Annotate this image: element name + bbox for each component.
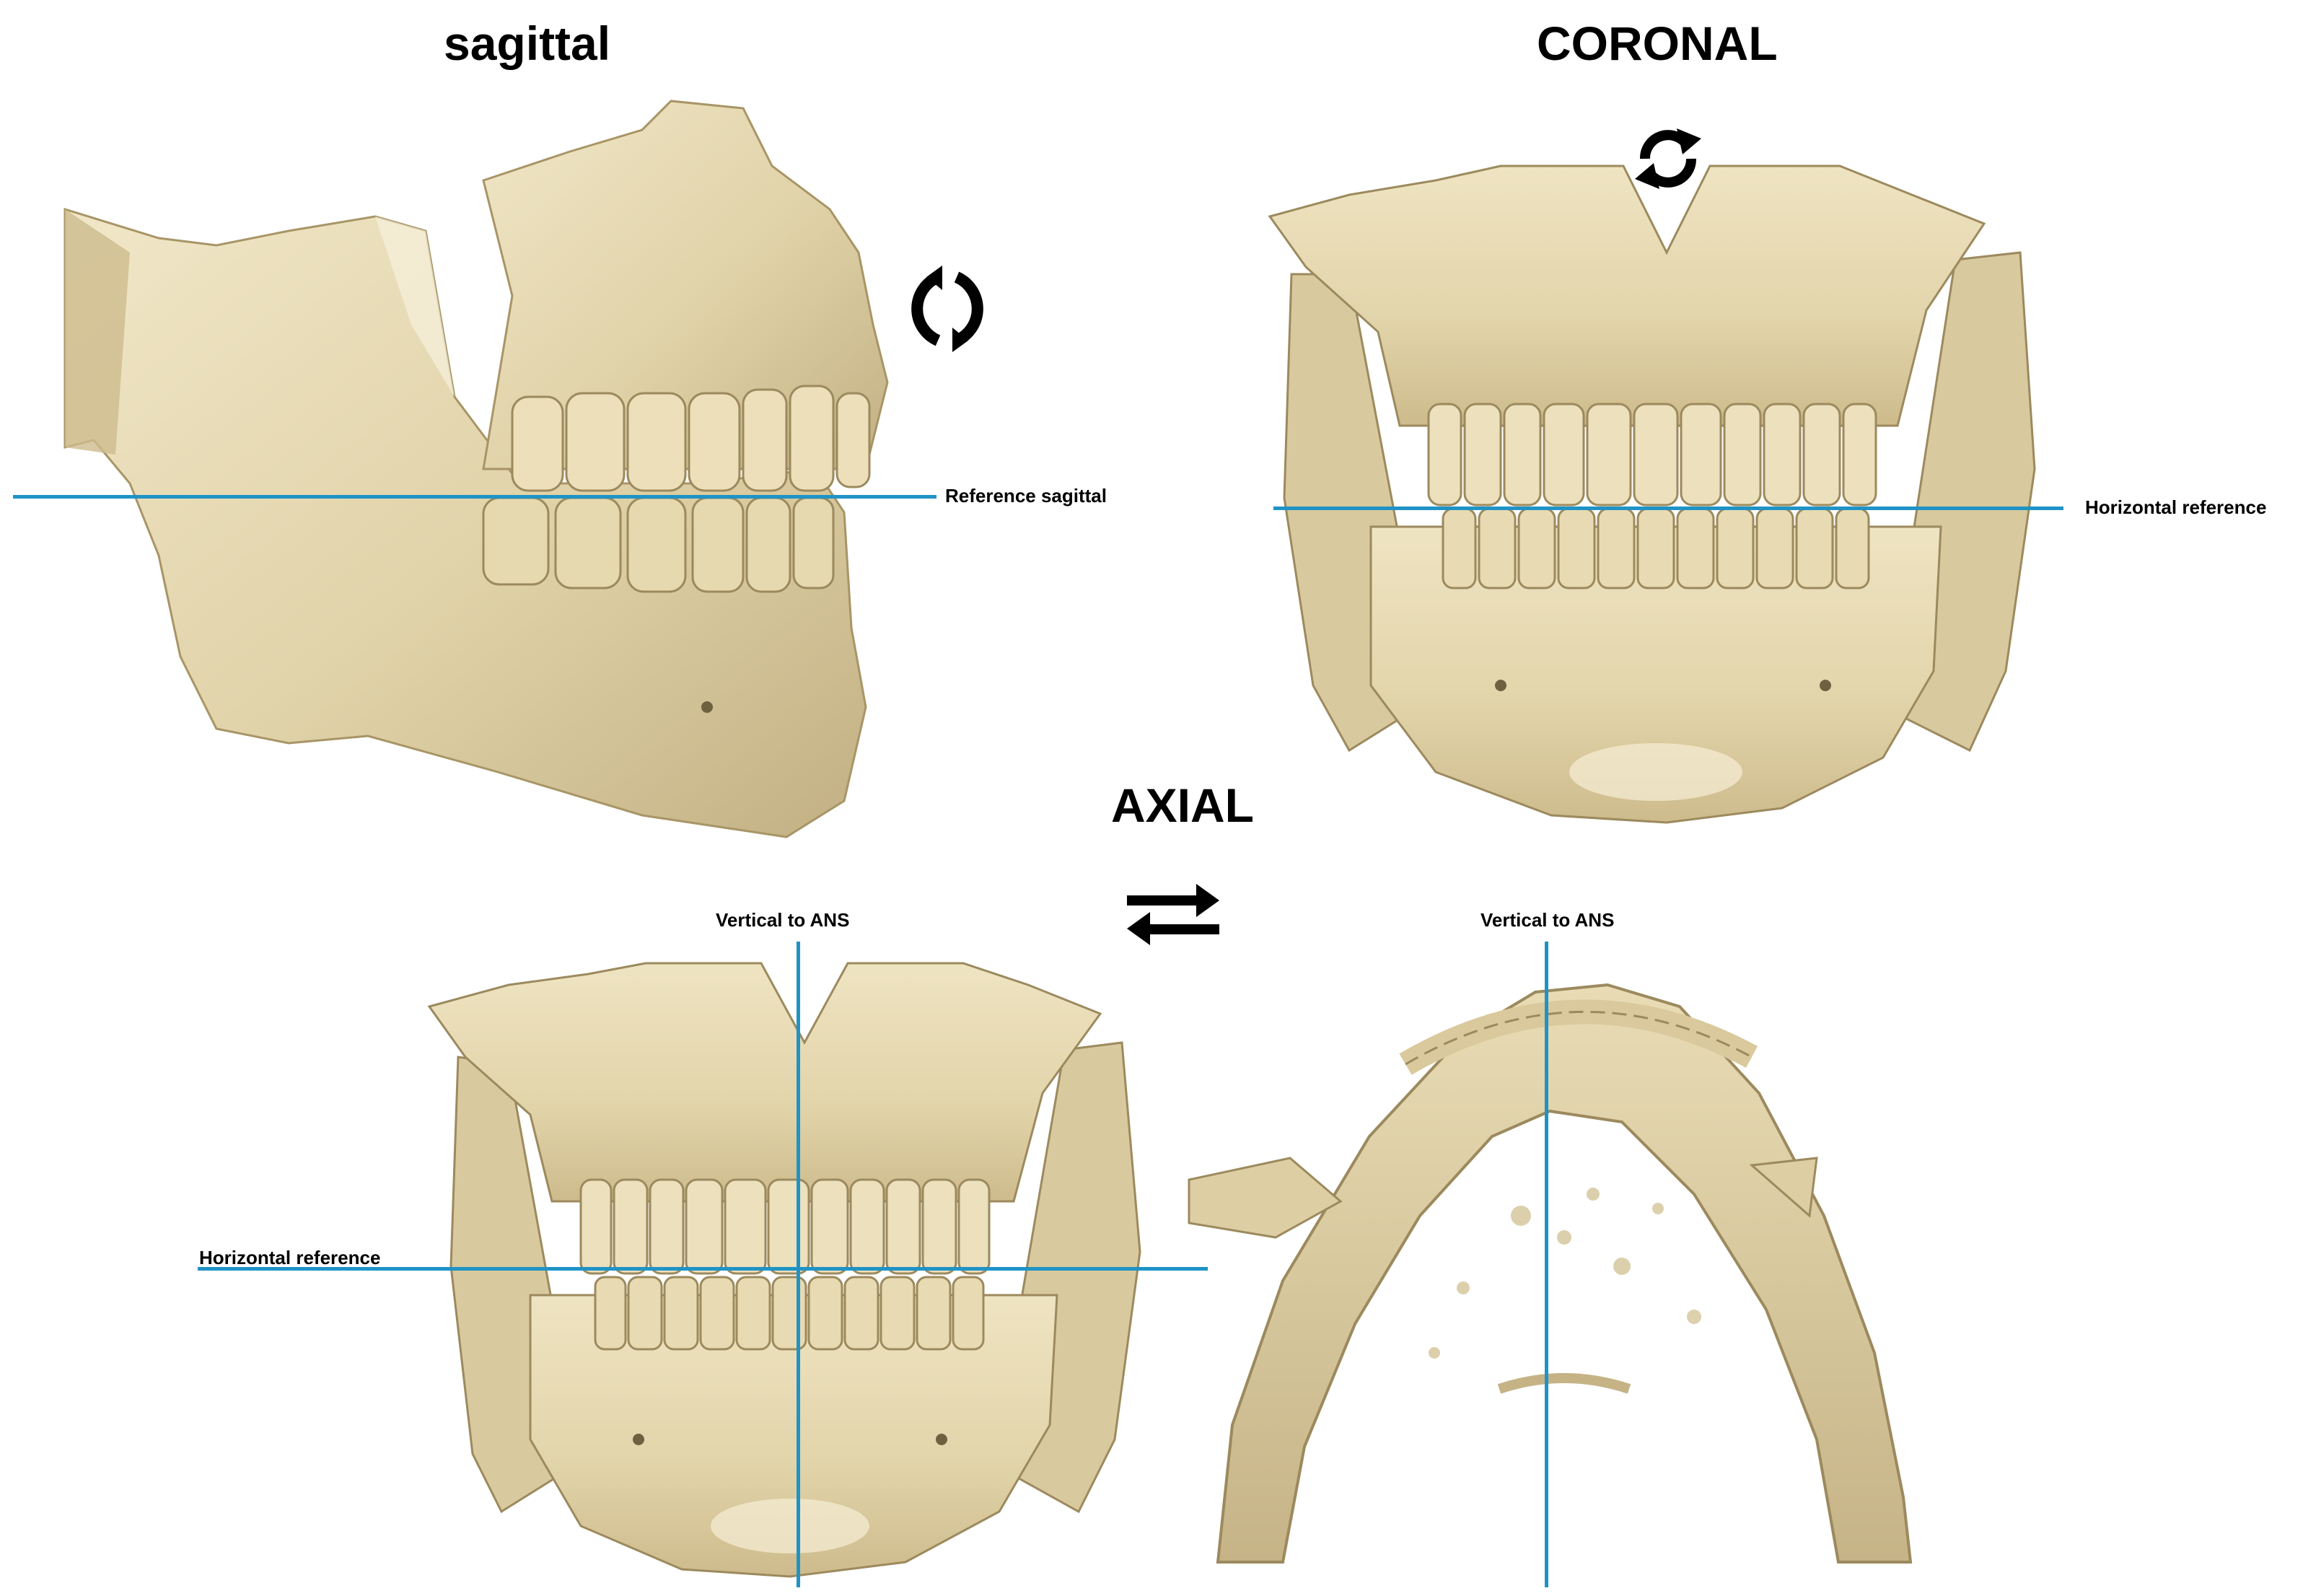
swap-horizontal-arrows-icon	[1127, 884, 1219, 945]
axial-title: AXIAL	[1111, 779, 1254, 832]
sagittal-skull-view	[51, 100, 916, 859]
coronal-skull-view	[1263, 165, 2049, 824]
refresh-arrows-icon	[1632, 123, 1704, 195]
horizontal-reference-label-coronal: Horizontal reference	[2085, 496, 2267, 518]
reference-sagittal-label: Reference sagittal	[945, 485, 1107, 507]
sagittal-title: sagittal	[444, 17, 611, 70]
vertical-to-ans-line-left	[797, 942, 800, 1587]
axial-arch-render	[1188, 983, 1913, 1564]
rotate-circular-arrows-icon	[900, 266, 994, 352]
reference-sagittal-line	[13, 495, 936, 499]
axial-arch-view	[1188, 978, 1925, 1564]
coronal-title: CORONAL	[1537, 17, 1778, 70]
axial-frontal-skull-view	[427, 962, 1151, 1578]
vertical-to-ans-label-left: Vertical to ANS	[716, 909, 850, 931]
horizontal-reference-line-coronal	[1273, 507, 2063, 510]
axial-frontal-skull-render	[427, 962, 1141, 1578]
horizontal-reference-label-axial: Horizontal reference	[199, 1247, 381, 1268]
horizontal-reference-line-axial	[198, 1267, 1208, 1271]
coronal-skull-render	[1268, 165, 2036, 824]
sagittal-skull-render	[63, 100, 889, 838]
vertical-to-ans-line-right	[1545, 942, 1548, 1587]
vertical-to-ans-label-right: Vertical to ANS	[1480, 909, 1615, 931]
